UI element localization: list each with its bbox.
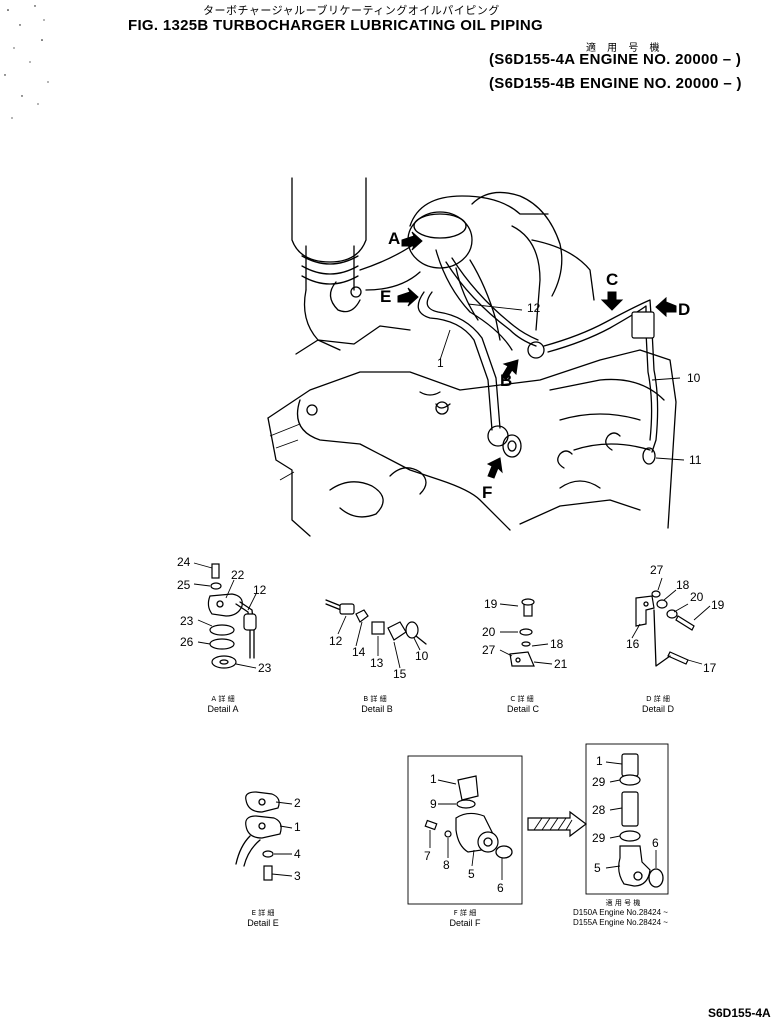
callout-f: F [482,483,493,502]
detail-b-leaders [337,615,421,669]
part-number: 9 [430,797,437,811]
detail-e-leaders [271,801,293,877]
detail-f-caption: Detail F [449,918,481,928]
part-number: 20 [690,590,704,604]
part-number: 28 [592,803,606,817]
detail-c-drawing [509,598,535,667]
part-number: 18 [676,578,690,592]
detail-f-alt-leaders [605,761,657,869]
japanese-title: ターボチャージャルーブリケーティングオイルパイピング [203,4,500,17]
detail-c-jp-caption: C 詳 細 [510,695,534,703]
detail-a-leaders [193,562,257,669]
detail-f-alt-frame [585,743,669,895]
part-number: 26 [180,635,194,649]
detail-f-alt-drawing [618,753,664,888]
part-number: 6 [652,836,659,850]
part-number: 22 [231,568,245,582]
part-number: 23 [180,614,194,628]
part-number: 29 [592,775,606,789]
drawing-code: S6D155-4A [708,1006,771,1020]
detail-f-jp-caption: F 詳 細 [453,909,477,917]
scan-speckles [4,5,49,119]
detail-d-leaders [631,577,711,665]
detail-b-caption: Detail B [361,704,393,714]
detail-f-leaders [429,779,503,880]
part-number: 12 [253,583,267,597]
engine-applicability-2: (S6D155-4B ENGINE NO. 20000 – ) [489,75,742,92]
part-number: 12 [527,301,541,315]
part-number: 25 [177,578,191,592]
detail-c-leaders [499,603,553,665]
part-number: 8 [443,858,450,872]
engine-main-view [267,177,677,537]
figure-title: FIG. 1325B TURBOCHARGER LUBRICATING OIL … [128,17,543,34]
part-number: 4 [294,847,301,861]
part-number: 29 [592,831,606,845]
part-number: 12 [329,634,343,648]
part-number: 21 [554,657,568,671]
part-number: 24 [177,555,191,569]
detail-e-jp-caption: E 詳 細 [251,909,275,917]
detail-d-drawing [635,590,695,667]
part-number: 19 [484,597,498,611]
part-number: 17 [703,661,717,675]
part-number: 13 [370,656,384,670]
part-number: 27 [482,643,496,657]
detail-a-jp-caption: A 詳 細 [211,695,235,703]
part-number: 1 [596,754,603,768]
part-number: 11 [689,453,702,467]
detail-e-caption: Detail E [247,918,279,928]
detail-a-drawing [207,563,257,669]
detail-f-frame [407,755,523,905]
detail-b-jp-caption: B 詳 細 [363,695,387,703]
detail-f-alt-jp-caption: 適 用 号 機 [605,899,641,907]
leader-lines-main [439,303,685,461]
detail-b-drawing [325,599,427,645]
part-number: 1 [437,356,444,370]
callout-e: E [380,287,392,306]
applicability-label: 適 用 号 機 [586,43,664,54]
part-number: 20 [482,625,496,639]
detail-a-caption: Detail A [207,704,239,714]
hatched-arrow [527,810,587,838]
part-number: 5 [594,861,601,875]
detail-c-caption: Detail C [506,704,539,714]
part-number: 10 [415,649,429,663]
part-number: 15 [393,667,407,681]
part-number: 1 [294,820,301,834]
part-number: 18 [550,637,564,651]
part-number: 23 [258,661,272,675]
detail-f-alt-note-2: D155A Engine No.28424 ~ [573,918,668,927]
callout-c: C [606,270,619,289]
part-number: 5 [468,867,475,881]
part-number: 10 [687,371,701,385]
part-number: 3 [294,869,301,883]
detail-f-drawing [424,775,513,859]
part-number: 2 [294,796,301,810]
detail-e-drawing [235,791,282,881]
detail-d-jp-caption: D 詳 細 [646,695,670,703]
part-number: 1 [430,772,437,786]
part-number: 19 [711,598,725,612]
part-number: 14 [352,645,366,659]
callout-arrows [397,231,677,479]
part-number: 16 [626,637,640,651]
part-number: 6 [497,881,504,895]
callout-d: D [678,300,691,319]
engine-applicability-1: (S6D155-4A ENGINE NO. 20000 – ) [489,51,742,68]
detail-f-alt-note-1: D150A Engine No.28424 ~ [573,908,668,917]
part-number: 27 [650,563,664,577]
callout-a: A [388,229,401,248]
part-number: 7 [424,849,431,863]
detail-d-caption: Detail D [641,704,674,714]
callout-b: B [500,371,513,390]
